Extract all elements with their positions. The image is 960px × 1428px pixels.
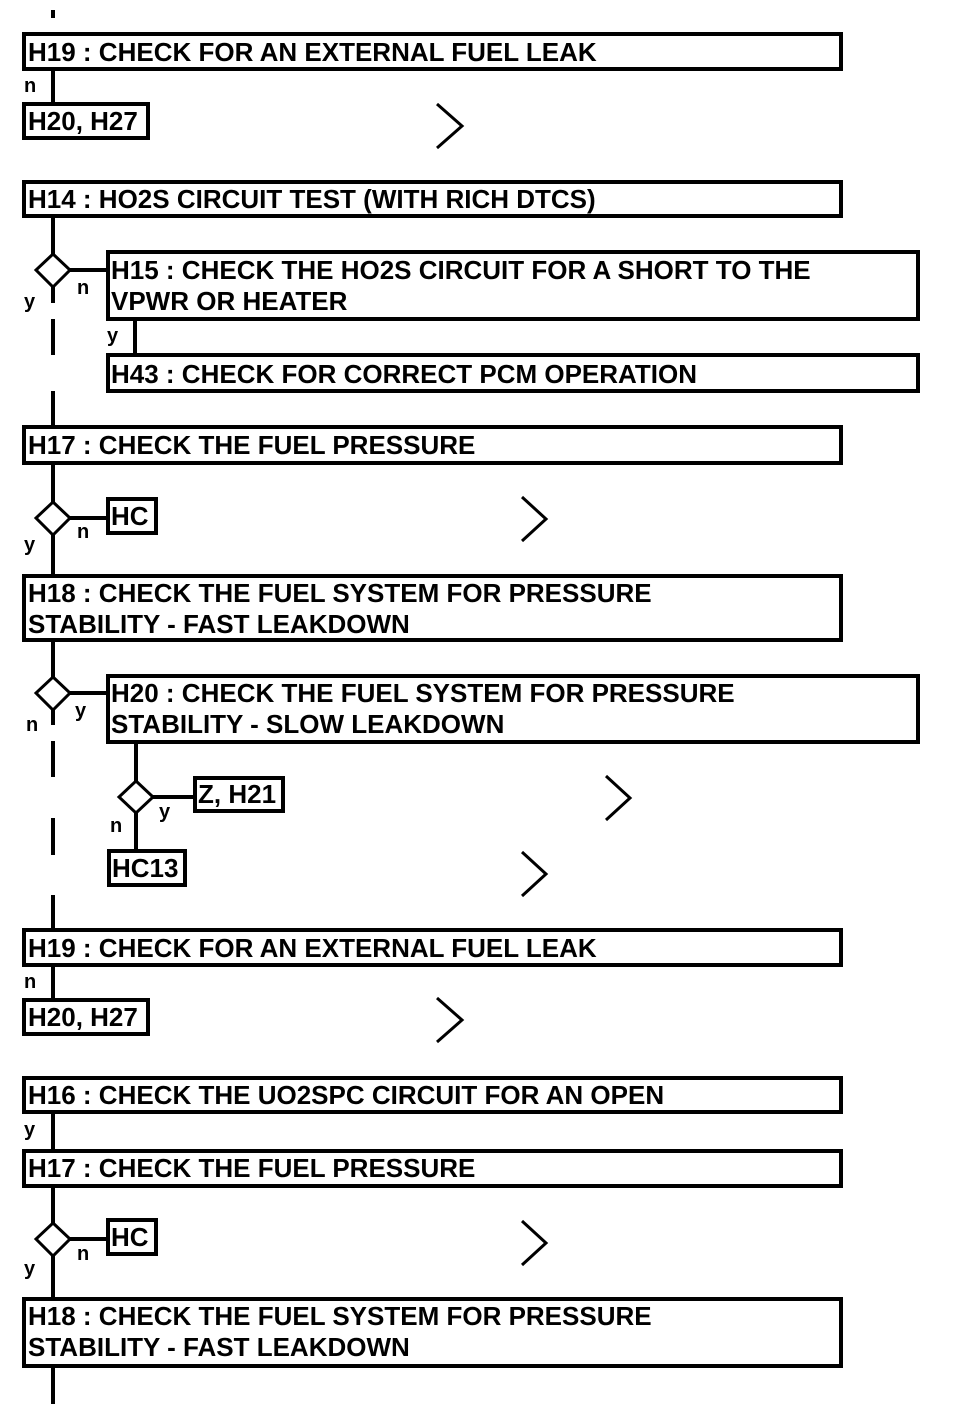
step-label-line-2: STABILITY - SLOW LEAKDOWN [111,709,504,739]
step-h17-b: H17 : CHECK THE FUEL PRESSURE [22,1149,843,1188]
step-label: H20, H27 [28,106,138,136]
chevron-markers [436,102,633,1267]
step-h17-a: H17 : CHECK THE FUEL PRESSURE [22,425,843,465]
step-label: H43 : CHECK FOR CORRECT PCM OPERATION [111,359,697,389]
step-label-line-2: STABILITY - FAST LEAKDOWN [28,609,410,639]
step-label-line-1: H18 : CHECK THE FUEL SYSTEM FOR PRESSURE [28,578,652,608]
chevron-right-icon [520,495,549,543]
step-h19-a: H19 : CHECK FOR AN EXTERNAL FUEL LEAK [22,32,843,71]
step-label: HC [111,1222,149,1252]
step-label: H14 : HO2S CIRCUIT TEST (WITH RICH DTCS) [28,184,596,214]
step-h18-b: H18 : CHECK THE FUEL SYSTEM FOR PRESSURE… [22,1297,843,1368]
step-label: HC [111,501,149,531]
step-h20: H20 : CHECK THE FUEL SYSTEM FOR PRESSURE… [106,674,920,744]
branch-label-n: n [24,75,36,97]
branch-label-n: n [77,1243,89,1265]
step-label: H19 : CHECK FOR AN EXTERNAL FUEL LEAK [28,933,597,963]
connectors [51,10,195,1404]
step-ref-hc-a: HC [106,497,158,535]
branch-label-y: y [24,1119,36,1141]
decision-diamonds [33,251,156,1259]
branch-label-y: y [24,1258,36,1280]
branch-label-n: n [77,521,89,543]
step-label: H19 : CHECK FOR AN EXTERNAL FUEL LEAK [28,37,597,67]
branch-label-y: y [159,801,171,823]
branch-label-n: n [77,277,89,299]
branch-label-y: y [107,325,119,347]
step-label: H17 : CHECK THE FUEL PRESSURE [28,430,475,460]
decision-diamond-h14 [33,251,73,290]
step-label-line-1: H18 : CHECK THE FUEL SYSTEM FOR PRESSURE [28,1301,652,1331]
decision-diamond-h20 [116,778,156,816]
step-h19-b: H19 : CHECK FOR AN EXTERNAL FUEL LEAK [22,928,843,967]
step-label-line-2: VPWR OR HEATER [111,286,348,316]
branch-label-n: n [26,714,38,736]
branch-label-y: y [24,534,36,556]
decision-diamond-h17-b [33,1220,73,1259]
step-h18-a: H18 : CHECK THE FUEL SYSTEM FOR PRESSURE… [22,574,843,642]
chevron-right-icon [520,1219,549,1267]
step-ref-h20-h27-b: H20, H27 [22,998,150,1036]
step-label-line-1: H15 : CHECK THE HO2S CIRCUIT FOR A SHORT… [111,255,811,285]
branch-label-y: y [75,700,87,722]
step-label-line-1: H20 : CHECK THE FUEL SYSTEM FOR PRESSURE [111,678,735,708]
step-label: H20, H27 [28,1002,138,1032]
branch-label-n: n [24,971,36,993]
chevron-right-icon [604,774,633,822]
step-h16: H16 : CHECK THE UO2SPC CIRCUIT FOR AN OP… [22,1076,843,1114]
step-label: Z, H21 [198,779,276,809]
step-ref-hc-b: HC [106,1218,158,1256]
decision-diamond-h17-a [33,499,73,538]
step-label: H16 : CHECK THE UO2SPC CIRCUIT FOR AN OP… [28,1080,664,1110]
step-h14: H14 : HO2S CIRCUIT TEST (WITH RICH DTCS) [22,180,843,218]
branch-label-n: n [110,815,122,837]
step-h15: H15 : CHECK THE HO2S CIRCUIT FOR A SHORT… [106,250,920,321]
chevron-right-icon [436,996,465,1044]
branch-labels: n y n y y n n y y n n y y n [24,75,171,1280]
decision-diamond-h18-a [33,674,73,713]
chevron-right-icon [520,850,549,898]
step-label: H17 : CHECK THE FUEL PRESSURE [28,1153,475,1183]
step-ref-hc13: HC13 [107,849,187,887]
step-label-line-2: STABILITY - FAST LEAKDOWN [28,1332,410,1362]
step-ref-z-h21: Z, H21 [193,776,285,813]
step-h43: H43 : CHECK FOR CORRECT PCM OPERATION [106,353,920,393]
chevron-right-icon [436,102,465,150]
step-ref-h20-h27-a: H20, H27 [22,102,150,140]
step-label: HC13 [112,853,178,883]
branch-label-y: y [24,291,36,313]
